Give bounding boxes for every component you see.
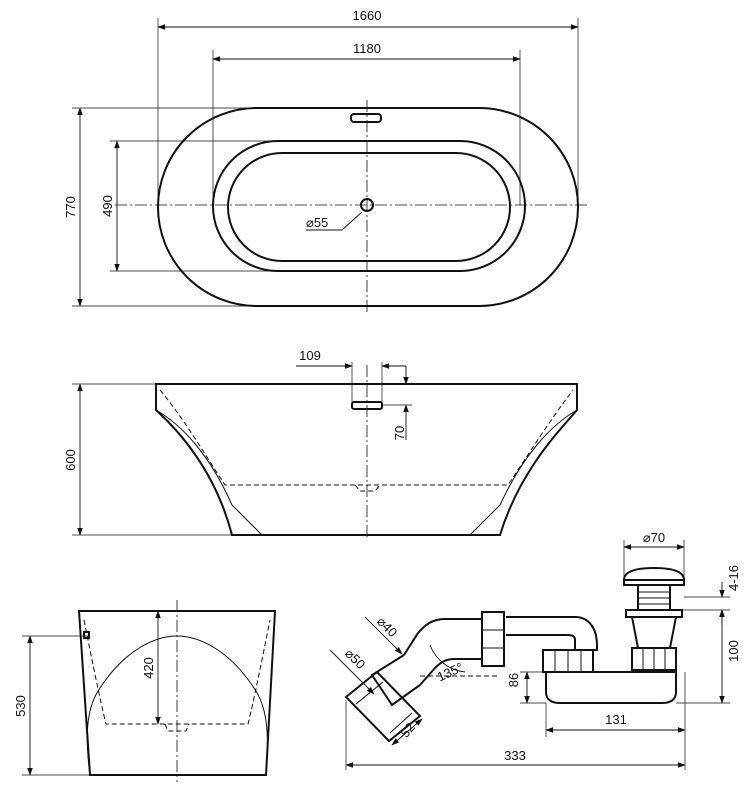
outlet-pipe [370,654,421,707]
dim-overall-length: 1660 [353,8,382,23]
dim-overall-width: 770 [63,196,78,218]
siphon-detail: ⌀70 4-16 100 86 131 333 52 ⌀50 ⌀40 [329,530,741,770]
dim-52-line [391,718,423,746]
dim-total-length: 333 [504,748,526,763]
tub-front-inner-side-right [469,409,578,536]
overflow-pipe-lower [419,658,482,686]
tub-rim-inner-edge [212,140,526,272]
trap-body [545,671,677,704]
overflow-fitting-side [83,631,90,639]
overflow-pipe-upper [403,618,482,656]
tub-basin-floor [227,152,511,262]
tub-front-outline [155,383,578,536]
side-view: 530 420 [13,600,277,782]
dim-inner-length: 1180 [353,41,381,56]
front-view: 109 70 600 [63,348,578,540]
drain-leader-line [306,211,363,231]
dim-d40-line [364,616,403,655]
dim-side-height: 530 [13,695,28,717]
tub-front-inner-side-left [155,409,263,536]
drain-plug-cap [622,566,686,581]
dim-inner-depth: 420 [141,657,156,679]
tub-front-hidden-drain [354,484,381,492]
top-view: ⌀55 1660 1180 770 490 [63,8,590,312]
outlet-socket [344,670,422,743]
dim-overflow-height: 70 [392,426,407,440]
dim-d50-line [329,649,375,695]
overflow-slot [350,113,382,123]
drain-plug-flange [625,609,683,618]
dim-pipe-inner-diameter: ⌀40 [374,614,400,640]
dim-inner-width: 490 [100,195,115,217]
dim-trap-height: 86 [506,673,521,687]
dim-drain-height: 100 [726,640,741,662]
dim-overflow-offset: 109 [299,348,321,363]
overflow-pipe-bend [506,616,598,651]
drain-plug-taper [630,616,678,649]
dim-trap-offset: 131 [605,712,627,727]
tub-outer-rim [157,107,579,307]
tub-front-hidden-basin [159,389,574,486]
drain-diameter-label: ⌀55 [306,215,328,230]
dim-plug-adjust: 4-16 [726,565,741,591]
dim-plug-diameter: ⌀70 [643,530,665,545]
dim-height: 600 [63,449,78,471]
angle-arc [429,644,466,673]
overflow-pipe-coupling [481,611,505,667]
dim-pipe-outer-diameter: ⌀50 [342,646,368,672]
